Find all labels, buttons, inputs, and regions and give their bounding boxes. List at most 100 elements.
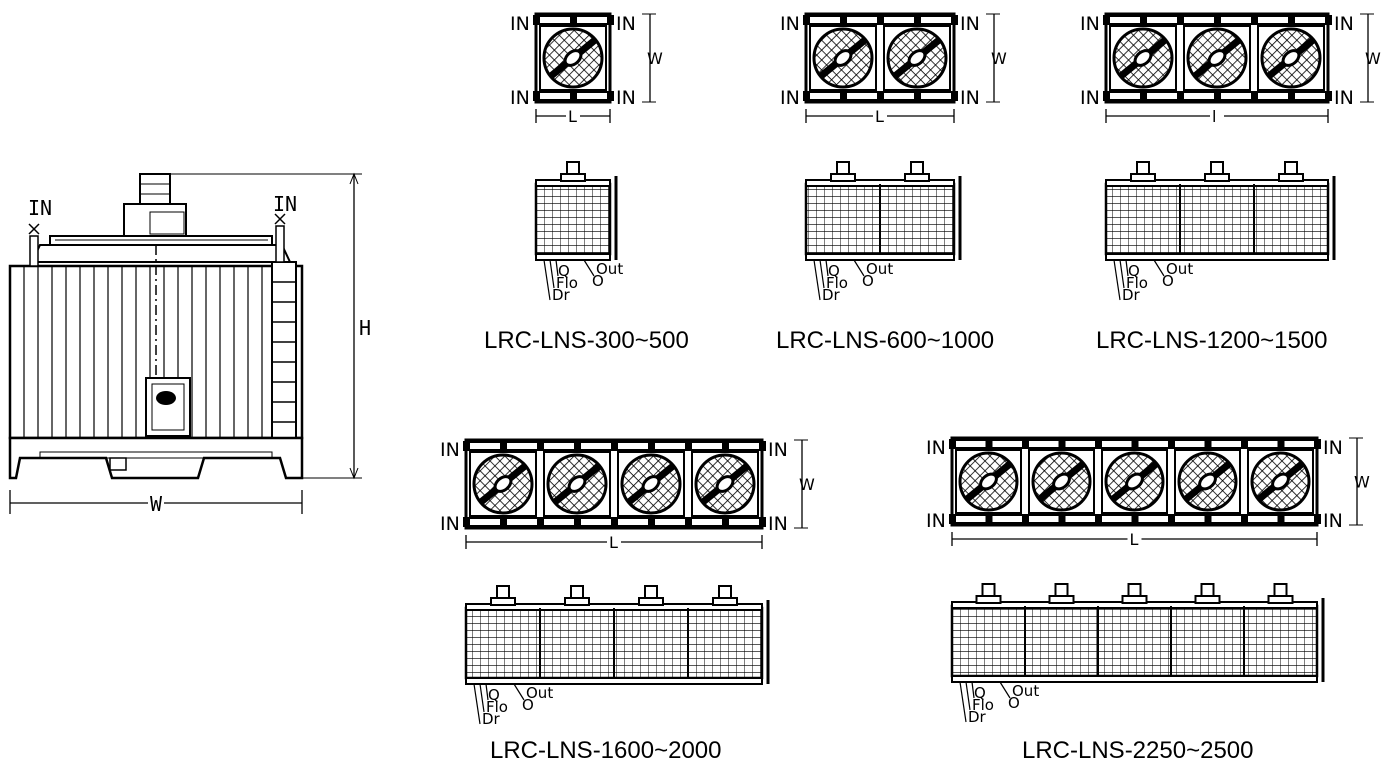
leader-line: [473, 683, 481, 725]
rail-block: [1314, 514, 1321, 524]
rail-block: [1277, 439, 1285, 449]
fan-stack: [830, 173, 856, 182]
fan-unit: [1183, 25, 1251, 91]
fan-stack: [638, 597, 664, 606]
label-bg: [1127, 531, 1142, 547]
fan-stack: [1204, 173, 1230, 182]
rail-block: [1241, 514, 1248, 524]
rail-block: [759, 517, 766, 527]
overflow-label: Flo: [1126, 274, 1148, 292]
overflow-label: Flo: [826, 274, 848, 292]
width-dimension-label: W: [148, 492, 165, 516]
leader-line: [1125, 259, 1129, 277]
fan-stack: [1278, 173, 1304, 182]
fan-unit: [543, 451, 611, 517]
rail-block: [985, 514, 993, 524]
basin-rail: [951, 675, 1318, 683]
fan-stack: [1267, 595, 1294, 604]
model-name-label: LRC-LNS-600~1000: [776, 327, 995, 354]
fan-unit: [691, 451, 759, 517]
inlet-label: IN: [510, 13, 530, 35]
rail-block: [1140, 91, 1147, 101]
inlet-label: IN: [273, 192, 298, 216]
fan-unit: [1109, 25, 1177, 91]
rail-block: [1288, 91, 1295, 101]
rail-block: [500, 441, 507, 451]
rail-block: [648, 441, 655, 451]
drain-label: Dr: [822, 286, 841, 304]
leader-line: [555, 259, 559, 277]
fill-section: [1104, 182, 1330, 256]
fan-unit: [539, 25, 607, 91]
fan-hub: [1207, 49, 1227, 67]
rail-block: [463, 441, 470, 451]
label-bg: [607, 534, 621, 550]
rail-block: [607, 91, 614, 101]
fan-unit: [1257, 25, 1325, 91]
rail-block: [1204, 439, 1212, 449]
fan-unit: [883, 25, 951, 91]
rail-block: [1022, 439, 1029, 449]
rail-block: [685, 517, 692, 527]
rail-block: [533, 15, 540, 25]
make-up-label: Q: [828, 262, 840, 280]
rail-block: [1177, 91, 1184, 101]
leader-line: [819, 259, 825, 289]
rail-block: [574, 441, 581, 451]
fan-stack: [560, 173, 586, 182]
rail-block: [1095, 439, 1102, 449]
rail-block: [1168, 514, 1175, 524]
drain-label: Dr: [552, 286, 571, 304]
outlet-label: Out: [526, 684, 553, 702]
rail-block: [803, 91, 810, 101]
rail-block: [574, 517, 581, 527]
inlet-label: IN: [1334, 87, 1354, 109]
inlet-label: IN: [1323, 437, 1343, 459]
rail-block: [949, 514, 956, 524]
fan-hub: [563, 49, 583, 67]
rail-block: [1140, 15, 1147, 25]
leader-line: [485, 683, 489, 701]
basin-rail: [535, 253, 611, 261]
rail-block: [951, 91, 958, 101]
fan-stack: [564, 597, 590, 606]
fan-stack: [904, 173, 930, 182]
rail-block: [1277, 514, 1285, 524]
outlet-o-label: O: [522, 696, 534, 714]
leader-line: [965, 681, 971, 711]
leader-line: [853, 259, 865, 277]
basin-rail: [465, 677, 763, 685]
fan-unit: [469, 451, 537, 517]
basin-rail: [1105, 253, 1329, 261]
inlet-label: IN: [780, 13, 800, 35]
fan-hub: [1198, 472, 1217, 491]
rail-block: [1131, 439, 1139, 449]
rail-block: [611, 441, 618, 451]
leader-line: [583, 259, 595, 277]
label-bg: [873, 108, 887, 124]
width-dimension-label: W: [647, 49, 663, 68]
rail-block: [1314, 439, 1321, 449]
inlet-label: IN: [440, 439, 460, 461]
rail-block: [1251, 15, 1258, 25]
fan-hub: [567, 475, 587, 493]
drain-label: Dr: [968, 708, 987, 726]
length-dimension-label: L: [568, 107, 577, 126]
drain-label: Dr: [482, 710, 501, 728]
rail-block: [914, 91, 921, 101]
rail-block: [611, 517, 618, 527]
leader-line: [825, 259, 829, 277]
rail-block: [1325, 15, 1332, 25]
label-bg: [566, 108, 580, 124]
rail-block: [463, 517, 470, 527]
fan-unit: [1174, 449, 1241, 514]
outlet-o-label: O: [862, 272, 874, 290]
inlet-label: IN: [960, 87, 980, 109]
